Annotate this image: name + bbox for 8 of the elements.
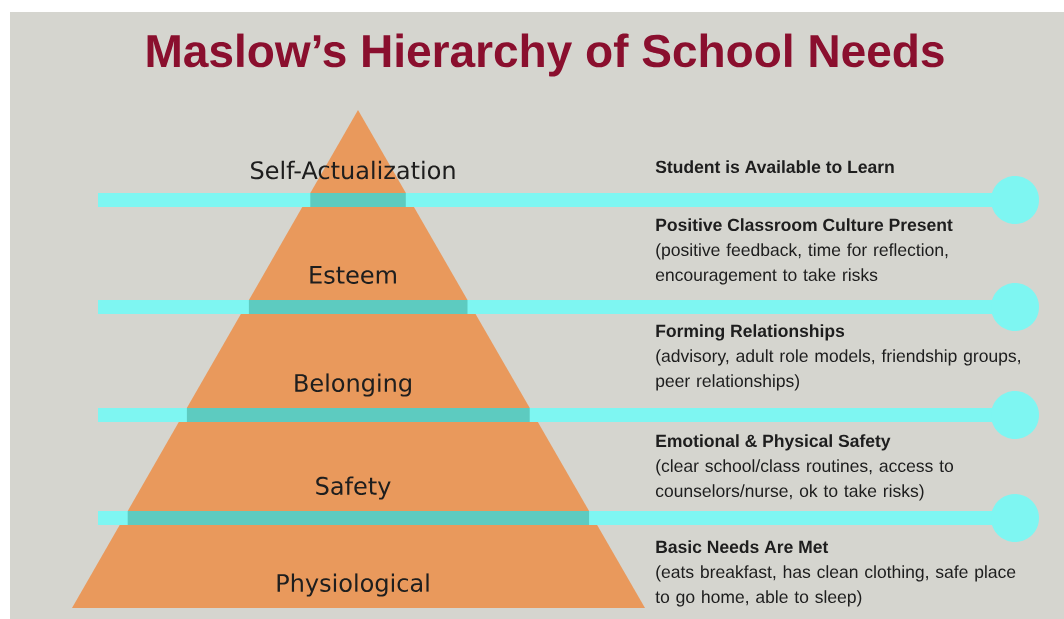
description-heading: Emotional & Physical Safety [656, 434, 891, 451]
description-text: (advisory, adult role models, friendship groups, peer relationships) [656, 349, 1020, 391]
description-heading: Positive Classroom Culture Present [656, 218, 953, 232]
description-text: (positive feedback, time for reflection, encouragement to take risks [655, 243, 948, 285]
description-text: (clear school/class routines, access to counselors/nurse, ok to take risks) [655, 459, 954, 501]
description-heading: Student is Available to Learn [655, 160, 894, 174]
title: Maslow’s Hierarchy of School Needs [147, 33, 944, 77]
description-heading: Forming Relationships [656, 324, 845, 341]
